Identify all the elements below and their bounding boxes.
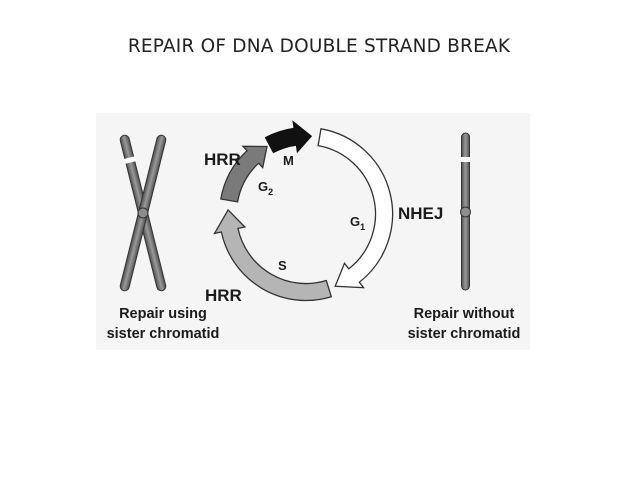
g2-phase-label: G2 [258,179,273,197]
sister-chromatid-chromosome [119,134,167,292]
caption-repair-without-sister: Repair without sister chromatid [407,306,521,342]
m-phase-arrow [264,120,313,154]
nhej-label: NHEJ [398,204,443,223]
dsb-repair-figure: M G2 G1 S HRR HRR NHEJ Repair using sist… [96,113,530,350]
break-gap [123,156,137,164]
break-gap [459,157,472,162]
cell-cycle-diagram: M G2 G1 S HRR HRR NHEJ [119,120,472,305]
g1-phase-arrow [317,128,394,289]
hrr-bottom-label: HRR [205,286,242,305]
g1-phase-label: G1 [350,214,365,232]
g2-phase-arrow [220,145,268,203]
s-phase-label: S [278,258,287,273]
single-chromatid-chromosome [459,132,472,291]
hrr-top-label: HRR [204,150,241,169]
centromere [137,207,149,219]
s-phase-arrow [213,208,333,302]
slide-title: REPAIR OF DNA DOUBLE STRAND BREAK [127,36,511,57]
caption-repair-using-sister: Repair using sister chromatid [106,306,220,342]
centromere [460,206,471,218]
m-phase-label: M [283,153,294,168]
